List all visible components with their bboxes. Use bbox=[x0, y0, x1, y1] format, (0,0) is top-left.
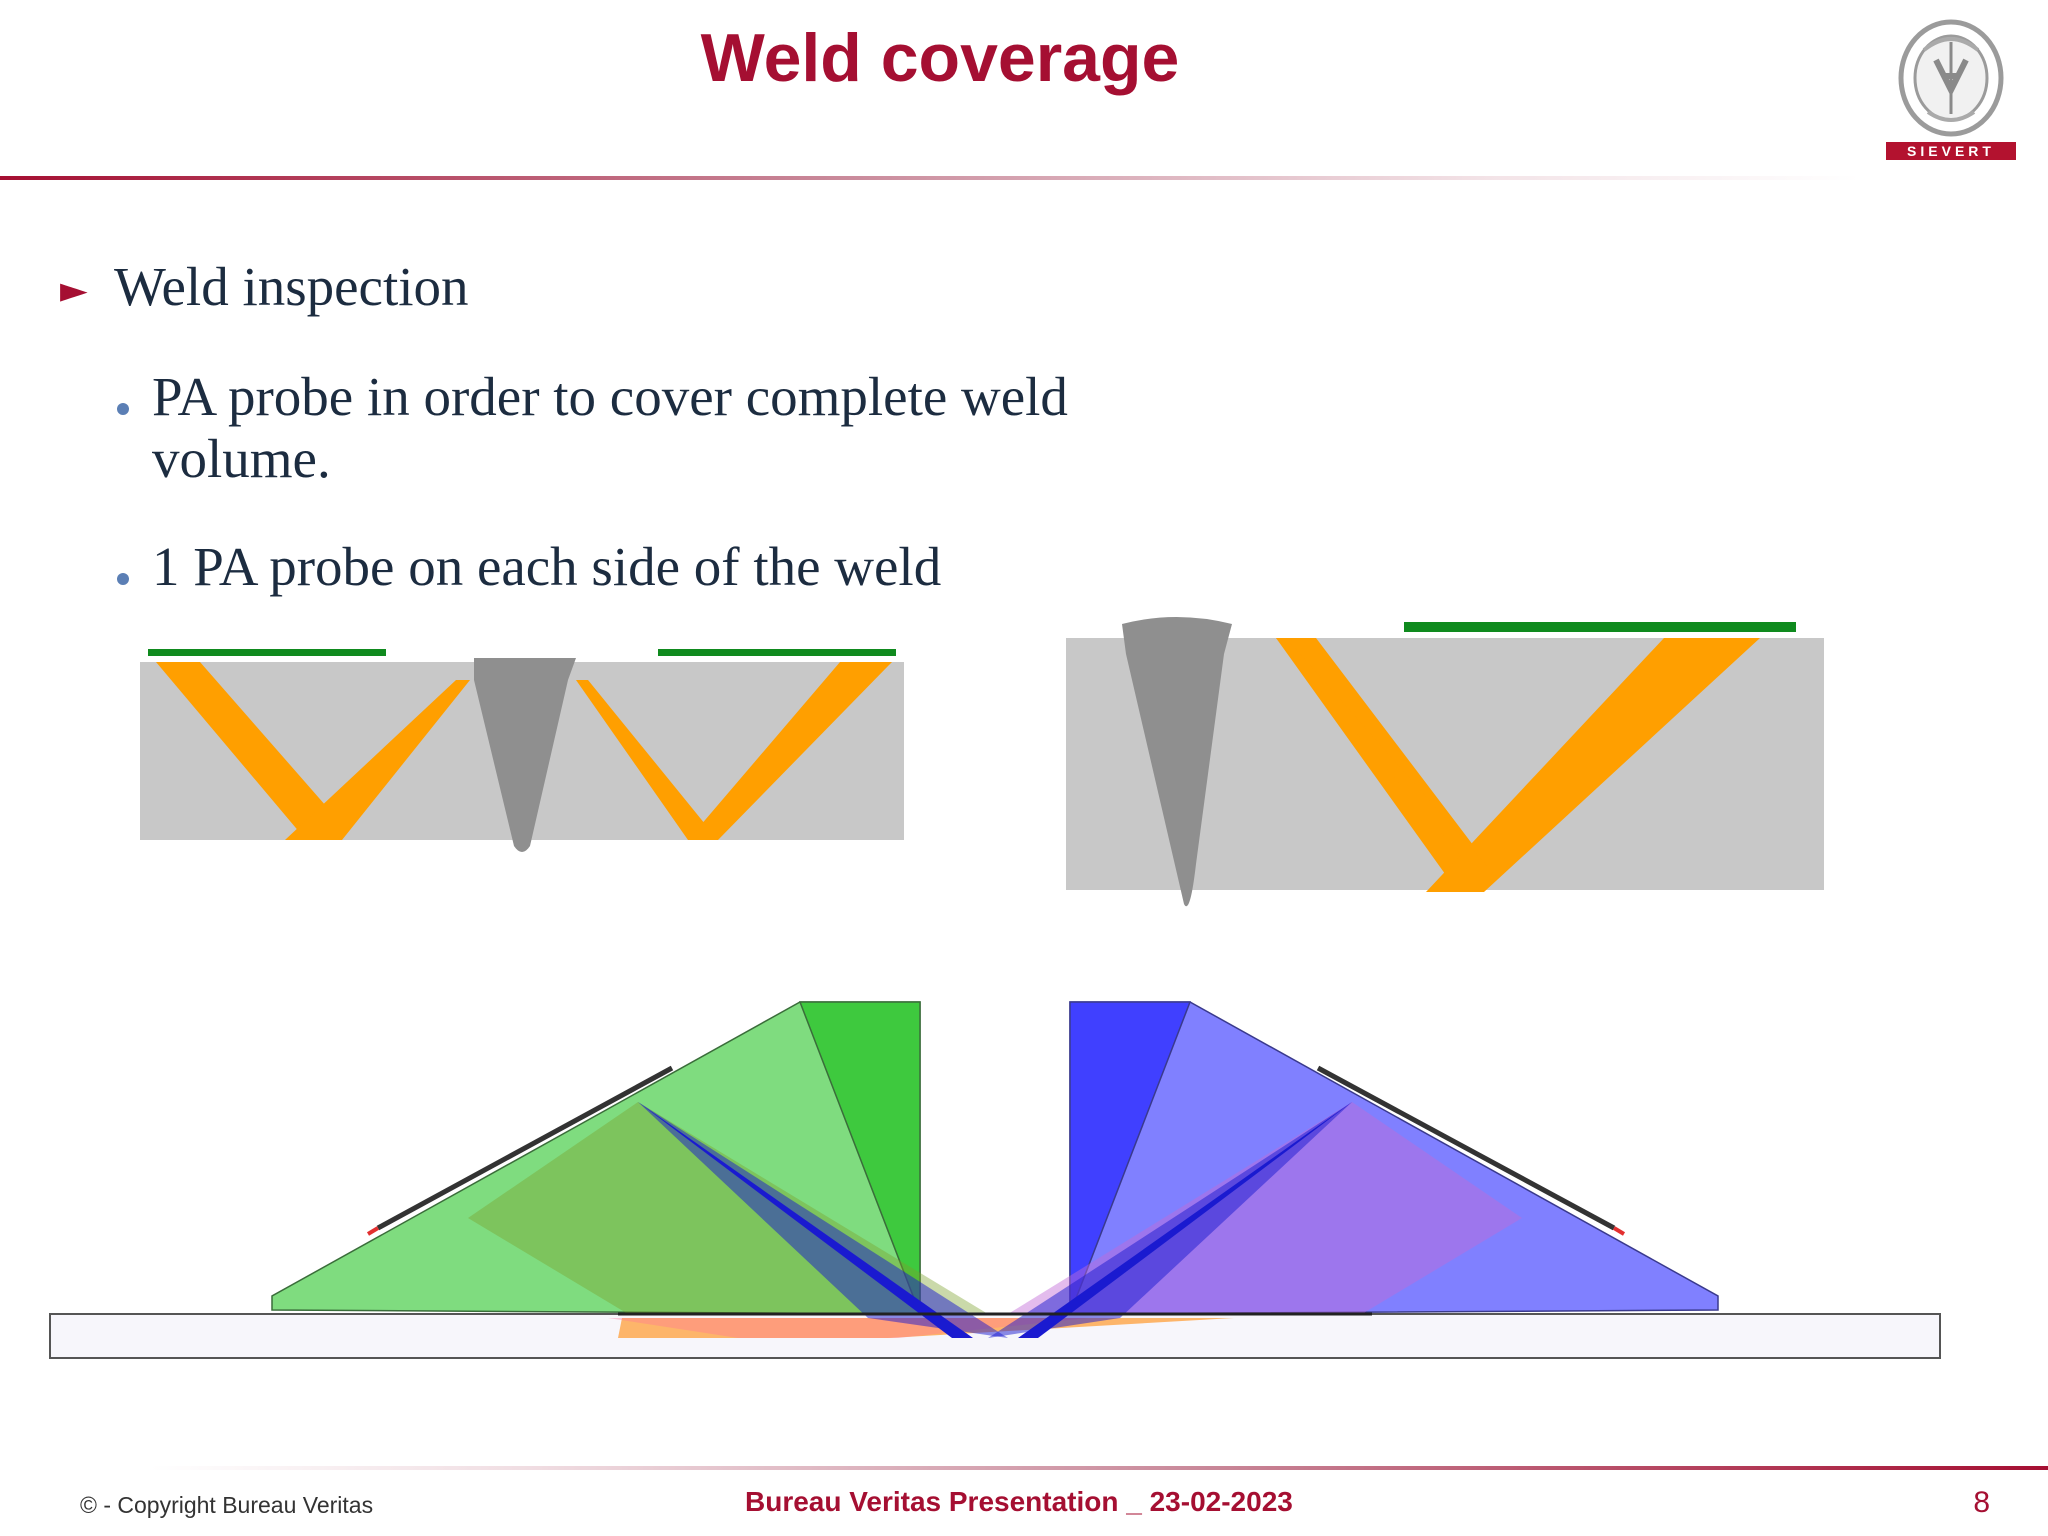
bullet-dot-icon bbox=[117, 573, 129, 585]
wedge-left-face bbox=[798, 1001, 921, 1315]
footer-presentation-title: Bureau Veritas Presentation _ 23-02-2023 bbox=[745, 1486, 1293, 1517]
logo-banner bbox=[1886, 142, 2016, 160]
probe-array bbox=[1404, 622, 1796, 632]
beam-left-skip bbox=[156, 662, 340, 840]
figure-wedge-scans bbox=[49, 1001, 1941, 1359]
probe-array-right bbox=[1316, 1065, 1616, 1231]
wedge-right-face bbox=[1069, 1001, 1192, 1315]
beam-skip bbox=[1426, 638, 1760, 892]
footer-divider bbox=[150, 1466, 2048, 1470]
bullet-weld-inspection: Weld inspection bbox=[114, 256, 469, 317]
bureau-veritas-seal-icon bbox=[1898, 19, 2004, 137]
bureau-veritas-logo: SIEVERT bbox=[1886, 19, 2016, 160]
weld-bead bbox=[474, 658, 576, 852]
probe-array-left bbox=[148, 649, 386, 656]
bullet-probe-each-side: 1 PA probe on each side of the weld bbox=[152, 536, 942, 597]
weld-bead bbox=[1122, 617, 1232, 907]
footer-copyright: © - Copyright Bureau Veritas bbox=[80, 1492, 374, 1518]
beam-left-reflect bbox=[285, 680, 470, 840]
beam-right-reflect bbox=[576, 680, 718, 840]
page-number: 8 bbox=[1973, 1486, 1990, 1519]
bullet-pa-probe-coverage: PA probe in order to cover complete weld… bbox=[152, 366, 1068, 489]
probe-array-left bbox=[376, 1065, 674, 1231]
bullet-arrow-icon: ► bbox=[60, 270, 88, 311]
beam-right-skip bbox=[688, 662, 892, 840]
beam-inner-edge bbox=[1276, 638, 1496, 876]
header-divider bbox=[0, 176, 1860, 180]
probe-array-right bbox=[658, 649, 896, 656]
bullet-dot-icon bbox=[117, 403, 129, 415]
figure-two-probes bbox=[140, 649, 904, 852]
slide-title: Weld coverage bbox=[700, 20, 1180, 96]
figure-single-probe bbox=[1066, 617, 1824, 907]
logo-banner-text: SIEVERT bbox=[1907, 143, 1995, 159]
